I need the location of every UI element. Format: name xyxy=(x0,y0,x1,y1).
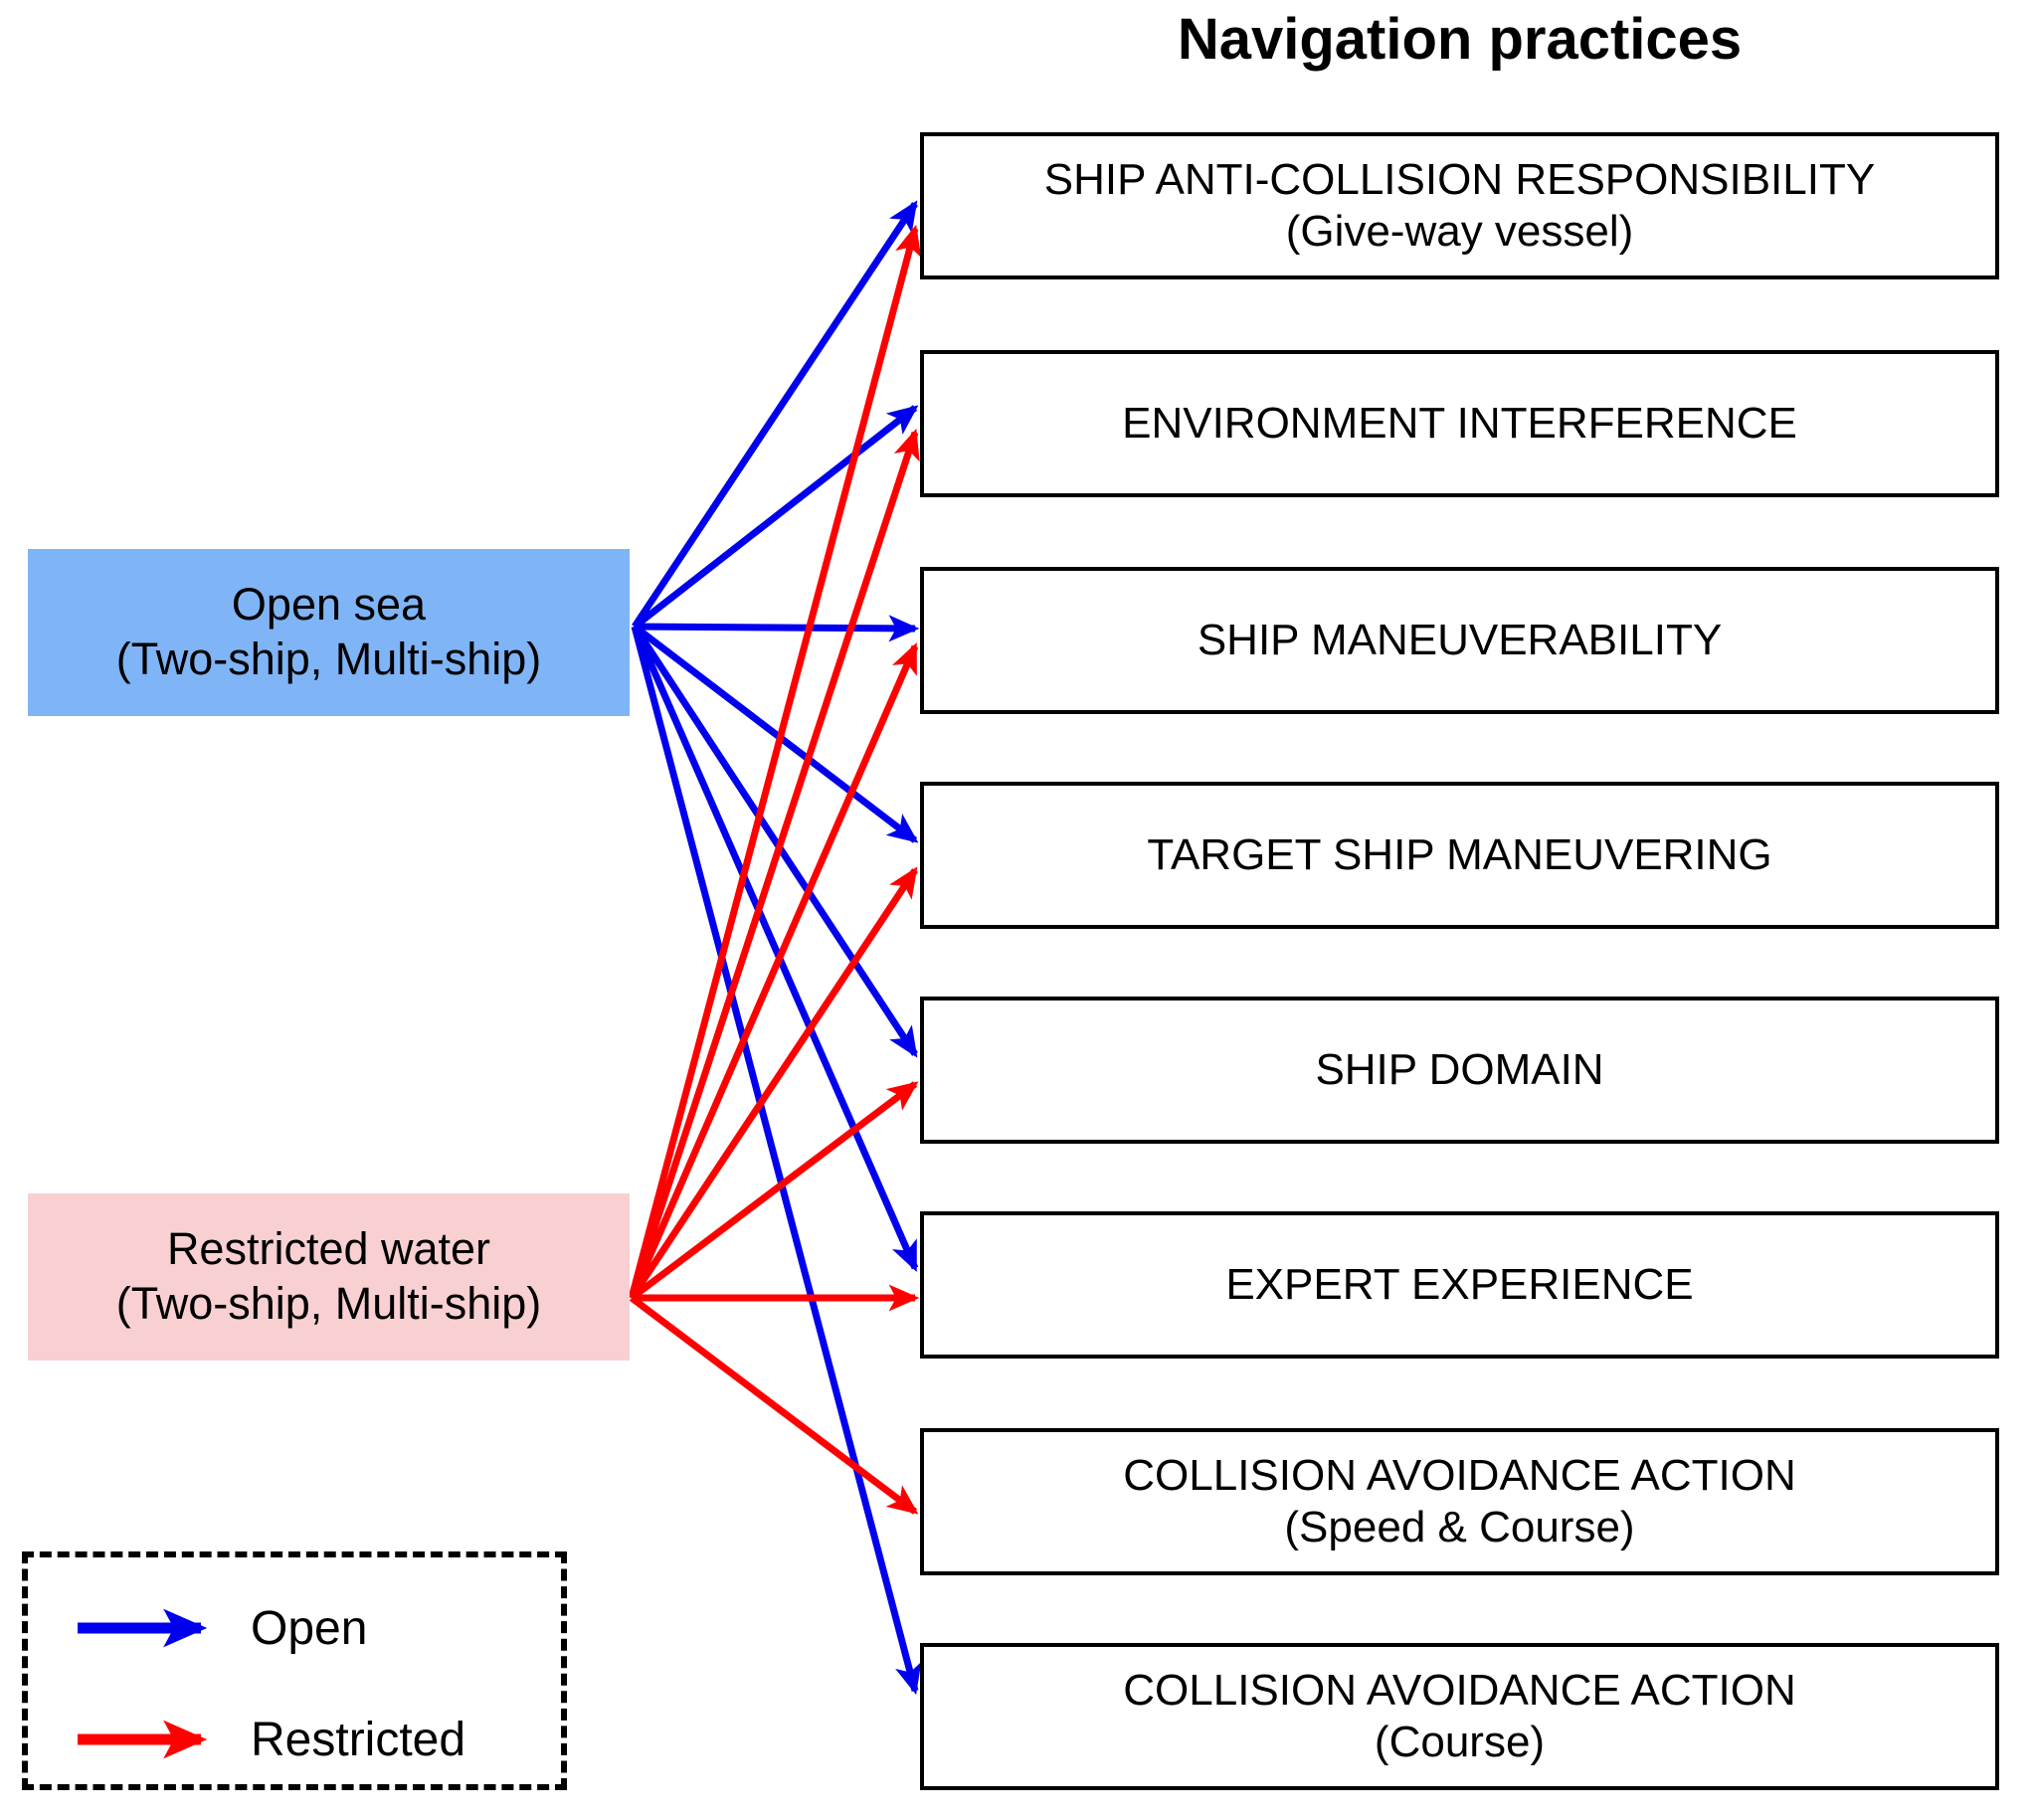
edge-restricted-water-to-collision-avoidance-action-speed-course xyxy=(629,1295,919,1515)
edge-open-sea-to-collision-avoidance-action-course xyxy=(631,626,922,1696)
practice-box-ship-domain-line1: SHIP DOMAIN xyxy=(1315,1045,1604,1095)
practice-box-collision-avoidance-action-course-line2: (Course) xyxy=(1374,1718,1546,1766)
practice-box-environment-interference[interactable]: ENVIRONMENT INTERFERENCE xyxy=(920,350,1999,497)
edge-open-sea-to-ship-maneuverability xyxy=(634,615,920,642)
legend-arrow-open-icon xyxy=(78,1608,208,1648)
practice-box-ship-anti-collision-responsibility-line2: (Give-way vessel) xyxy=(1285,207,1634,256)
source-node-restricted-water[interactable]: Restricted water (Two-ship, Multi-ship) xyxy=(28,1193,630,1361)
restricted-water-edges xyxy=(628,224,922,1515)
source-node-restricted-water-line1: Restricted water xyxy=(166,1223,491,1275)
legend: Open Restricted xyxy=(22,1551,567,1790)
practice-box-collision-avoidance-action-speed-course-line2: (Speed & Course) xyxy=(1284,1503,1635,1551)
edge-restricted-water-to-ship-anti-collision-responsibility xyxy=(628,224,922,1299)
edge-restricted-water-to-ship-maneuverability xyxy=(628,642,919,1300)
legend-label-restricted: Restricted xyxy=(251,1713,466,1766)
source-node-open-sea[interactable]: Open sea (Two-ship, Multi-ship) xyxy=(28,549,630,716)
source-node-open-sea-line2: (Two-ship, Multi-ship) xyxy=(115,634,542,684)
practice-box-collision-avoidance-action-speed-course[interactable]: COLLISION AVOIDANCE ACTION(Speed & Cours… xyxy=(920,1428,1999,1575)
edge-restricted-water-to-ship-domain xyxy=(629,1081,919,1301)
practice-box-expert-experience-line1: EXPERT EXPERIENCE xyxy=(1225,1260,1694,1310)
edge-open-sea-to-environment-interference xyxy=(632,405,919,630)
practice-box-expert-experience[interactable]: EXPERT EXPERIENCE xyxy=(920,1211,1999,1359)
legend-item-open: Open xyxy=(28,1593,561,1663)
practice-box-ship-anti-collision-responsibility[interactable]: SHIP ANTI-COLLISION RESPONSIBILITY(Give-… xyxy=(920,132,1999,279)
source-node-open-sea-line1: Open sea xyxy=(231,579,427,631)
practice-box-collision-avoidance-action-speed-course-line1: COLLISION AVOIDANCE ACTION xyxy=(1123,1451,1796,1501)
open-sea-edges xyxy=(631,200,922,1696)
legend-item-restricted: Restricted xyxy=(28,1705,561,1774)
practice-box-collision-avoidance-action-course[interactable]: COLLISION AVOIDANCE ACTION(Course) xyxy=(920,1643,1999,1790)
practice-box-ship-maneuverability[interactable]: SHIP MANEUVERABILITY xyxy=(920,567,1999,714)
edge-restricted-water-to-target-ship-maneuvering xyxy=(629,866,918,1300)
edge-restricted-water-to-environment-interference xyxy=(628,428,920,1300)
edge-open-sea-to-target-ship-maneuvering xyxy=(632,624,919,843)
legend-label-open: Open xyxy=(251,1601,368,1655)
edge-open-sea-to-ship-domain xyxy=(632,625,918,1058)
practice-box-ship-anti-collision-responsibility-line1: SHIP ANTI-COLLISION RESPONSIBILITY xyxy=(1043,155,1876,205)
practice-box-ship-maneuverability-line1: SHIP MANEUVERABILITY xyxy=(1197,616,1723,665)
practice-box-target-ship-maneuvering-line1: TARGET SHIP MANEUVERING xyxy=(1147,830,1772,880)
edge-open-sea-to-expert-experience xyxy=(631,625,919,1272)
edge-open-sea-to-ship-anti-collision-responsibility xyxy=(632,200,918,629)
practice-box-ship-domain[interactable]: SHIP DOMAIN xyxy=(920,997,1999,1144)
practice-box-collision-avoidance-action-course-line1: COLLISION AVOIDANCE ACTION xyxy=(1123,1666,1796,1716)
practice-box-environment-interference-line1: ENVIRONMENT INTERFERENCE xyxy=(1122,399,1797,449)
source-node-restricted-water-line2: (Two-ship, Multi-ship) xyxy=(115,1278,542,1329)
practice-box-target-ship-maneuvering[interactable]: TARGET SHIP MANEUVERING xyxy=(920,782,1999,929)
diagram-title: Navigation practices xyxy=(1177,7,1743,72)
legend-arrow-restricted-icon xyxy=(78,1720,208,1759)
